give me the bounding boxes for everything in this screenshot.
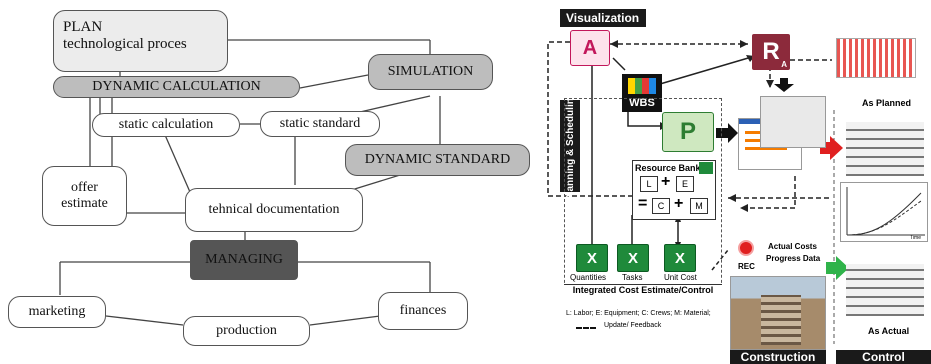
simulation-label: SIMULATION — [387, 63, 474, 79]
rec-icon — [738, 240, 754, 256]
dynamic-standard-node: DYNAMIC STANDARD — [345, 144, 530, 176]
simulation-node: SIMULATION — [368, 54, 493, 90]
s-curve-plot — [846, 187, 925, 236]
legend-arrow-icon — [576, 327, 596, 329]
revit-app-icon: R A — [752, 34, 790, 70]
excel-letter: X — [674, 249, 685, 267]
integrated-cost-label: Integrated Cost Estimate/Control — [564, 284, 722, 298]
finances-node: finances — [378, 292, 468, 330]
resource-bank-excel-icon — [699, 162, 713, 174]
managing-label: MANAGING — [205, 251, 283, 267]
revit-subletter: A — [781, 60, 787, 69]
s-curve-chart: Time — [840, 182, 928, 242]
time-axis-label: Time — [910, 235, 921, 241]
material-box: M — [690, 198, 708, 214]
resource-bank-label: Resource Bank — [635, 163, 701, 173]
rec-label: REC — [738, 262, 755, 271]
excel-letter: X — [627, 249, 638, 267]
as-actual-building — [846, 264, 924, 316]
managing-node: MANAGING — [190, 240, 298, 280]
gantt-bar — [745, 147, 787, 150]
wbs-label: WBS — [629, 97, 655, 109]
excel-icon: X — [617, 244, 649, 272]
excel-icon: X — [576, 244, 608, 272]
integrated-frame — [564, 98, 722, 298]
excel-icon: X — [664, 244, 696, 272]
offer-label: offer — [71, 179, 98, 195]
production-label: production — [216, 322, 277, 338]
dynamic-calculation-label: DYNAMIC CALCULATION — [92, 78, 261, 94]
production-node: production — [183, 316, 310, 346]
plus-sign-2: + — [674, 195, 684, 212]
dynamic-standard-label: DYNAMIC STANDARD — [364, 151, 511, 167]
legend-text: L: Labor; E: Equipment; C: Crews; M: Mat… — [566, 310, 711, 317]
plan-node: PLAN technological proces — [53, 10, 228, 72]
as-actual-label: As Actual — [868, 326, 910, 336]
visualization-label: Visualization — [566, 11, 640, 25]
quantities-label: Quantities — [570, 273, 607, 282]
dynamic-calculation-node: DYNAMIC CALCULATION — [53, 76, 300, 98]
actual-costs-label: Actual Costs — [768, 242, 817, 251]
wbs-block: WBS — [622, 74, 662, 112]
equals-sign: = — [638, 195, 648, 212]
as-planned-label: As Planned — [862, 98, 912, 108]
labor-box: L — [640, 176, 658, 192]
construction-label: Construction — [740, 350, 816, 364]
estimate-label: estimate — [61, 196, 108, 211]
planning-scheduling-bar: Planning & Scheduling — [560, 92, 580, 200]
wbs-chart-icon — [628, 78, 656, 94]
control-footer: Control — [836, 350, 931, 364]
legend-arrow-label: Update/ Feedback — [604, 322, 662, 329]
static-calculation-label: static calculation — [118, 116, 214, 132]
finances-label: finances — [399, 302, 447, 318]
model-3d-thumbnail — [760, 96, 826, 148]
project-letter: P — [679, 118, 696, 145]
tasks-label: Tasks — [622, 273, 643, 282]
visualization-header: Visualization — [560, 9, 646, 27]
excel-letter: X — [586, 249, 597, 267]
access-letter: A — [582, 36, 598, 59]
static-standard-label: static standard — [279, 115, 361, 131]
static-calculation-node: static calculation — [92, 113, 240, 137]
building-shape — [761, 295, 801, 345]
technical-documentation-node: tehnical documentation — [185, 188, 363, 232]
progress-data-label: Progress Data — [766, 254, 821, 263]
marketing-label: marketing — [28, 303, 86, 319]
construction-photo — [730, 276, 826, 350]
simulation-thumbnail — [836, 38, 916, 78]
plus-sign: + — [661, 173, 671, 190]
marketing-node: marketing — [8, 296, 106, 328]
static-standard-node: static standard — [260, 111, 380, 137]
as-planned-building — [846, 122, 924, 176]
technical-documentation-label: tehnical documentation — [208, 201, 340, 217]
unit-cost-label: Unit Cost — [664, 273, 697, 282]
plan-subtitle: technological proces — [63, 36, 187, 53]
revit-letter: R — [762, 38, 780, 65]
equipment-box: E — [676, 176, 694, 192]
crews-box: C — [652, 198, 670, 214]
construction-footer: Construction — [730, 350, 826, 364]
left-connector-lines — [59, 39, 441, 326]
access-app-icon: A — [570, 30, 610, 66]
project-app-icon: P — [662, 112, 714, 152]
plan-title: PLAN — [63, 19, 103, 35]
control-label: Control — [862, 350, 905, 364]
